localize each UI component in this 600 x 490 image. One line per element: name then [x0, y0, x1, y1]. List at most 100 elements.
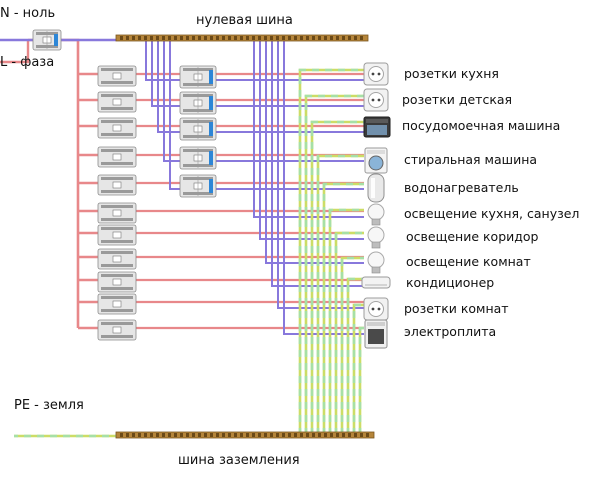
consumer-label-0: розетки кухня	[404, 66, 499, 81]
light-bulb-icon-7-glass	[367, 251, 385, 269]
neutral-bus-bar-screw	[360, 36, 363, 40]
neutral-bus-bar-screw	[300, 36, 303, 40]
neutral-bus-bar-screw	[234, 36, 237, 40]
rcd-breaker-0	[179, 65, 217, 89]
ground-bus-bar-screw	[330, 433, 333, 437]
phase-label: L - фаза	[0, 55, 55, 70]
circuit-breaker-4-terminal-top	[101, 177, 133, 180]
socket-icon-1-pin-right	[377, 98, 381, 102]
circuit-breaker-7-toggle	[112, 255, 122, 263]
circuit-breaker-4	[97, 174, 137, 196]
circuit-breaker-1-terminal-top	[101, 94, 133, 97]
neutral-bus-bar-screw	[168, 36, 171, 40]
ground-bus-bar-screw	[186, 433, 189, 437]
neutral-bus-bar-screw	[144, 36, 147, 40]
neutral-bus-bar-screw	[354, 36, 357, 40]
consumer-label-9: розетки комнат	[404, 301, 509, 316]
consumer-icons	[361, 62, 391, 349]
main-breaker-test-button	[54, 34, 58, 46]
washing-machine-icon-3-panel	[367, 150, 385, 154]
consumer-label-4: водонагреватель	[404, 180, 519, 195]
dishwasher-icon-2	[363, 116, 391, 138]
ground-bus-bar-screw	[210, 433, 213, 437]
ground-wire-0-stripe	[298, 68, 364, 432]
ground-bus-bar-screw	[288, 433, 291, 437]
circuit-breaker-3-terminal-bottom	[101, 162, 133, 165]
light-bulb-icon-6-glass	[367, 226, 385, 244]
ground-bus-bar-screw	[324, 433, 327, 437]
neutral-bus-bar-screw	[216, 36, 219, 40]
circuit-breaker-10	[97, 319, 137, 341]
bus-bars	[115, 34, 375, 439]
circuit-breaker-5-terminal-bottom	[101, 218, 133, 221]
circuit-breaker-9-terminal-bottom	[101, 309, 133, 312]
neutral-bus-bar-screw	[126, 36, 129, 40]
phase-vertical-rail	[60, 38, 80, 328]
ground-bus-bar-screw	[270, 433, 273, 437]
circuit-breaker-5-toggle	[112, 209, 122, 217]
neutral-bus-bar-screw	[222, 36, 225, 40]
circuit-breaker-8	[97, 271, 137, 293]
ground-bus-bar-outline	[115, 431, 375, 439]
ground-bus-bar-screw	[204, 433, 207, 437]
consumer-label-5: освещение кухня, санузел	[404, 206, 580, 221]
ground-bus-bar-screw	[342, 433, 345, 437]
ground-bus-bar-screw	[336, 433, 339, 437]
ground-bus-bar-screw	[192, 433, 195, 437]
consumer-label-3: стиральная машина	[404, 152, 538, 167]
ground-bus-bar-screw	[174, 433, 177, 437]
rcd-breaker-0-test-button	[209, 70, 213, 84]
circuit-breaker-2-toggle	[112, 124, 122, 132]
neutral-to-rcd-3	[163, 41, 180, 162]
ground-bus-bar-screw	[234, 433, 237, 437]
ground-wire-8-stripe	[346, 277, 364, 432]
washing-machine-icon-3-door	[368, 155, 384, 171]
neutral-bus-bar-screw	[174, 36, 177, 40]
ground-bus-bar-screw	[198, 433, 201, 437]
neutral-bus-bar-screw	[246, 36, 249, 40]
air-conditioner-icon-8	[361, 276, 391, 289]
neutral-bus-bar-screw	[282, 36, 285, 40]
neutral-bus-bar-screw	[318, 36, 321, 40]
neutral-bus-bar-screw	[156, 36, 159, 40]
circuit-breaker-3-terminal-top	[101, 149, 133, 152]
circuit-breaker-6	[97, 224, 137, 246]
ground-wire-7	[340, 256, 364, 432]
neutral-bus-bar-screw	[240, 36, 243, 40]
consumer-label-8: кондиционер	[406, 275, 495, 290]
neutral-bus-bar-screw	[306, 36, 309, 40]
ground-wire-9-stripe	[352, 303, 364, 432]
circuit-breaker-9-toggle	[112, 300, 122, 308]
electric-stove-icon-10-oven-door	[368, 329, 384, 344]
ground-wire-6-stripe	[334, 231, 364, 432]
circuit-breaker-0-terminal-bottom	[101, 81, 133, 84]
neutral-direct-5	[253, 41, 364, 218]
light-bulb-icon-7	[367, 251, 385, 274]
ground-bus-bar-screw	[276, 433, 279, 437]
socket-icon-0-pin-right	[377, 72, 381, 76]
ground-bus-bar-screw	[126, 433, 129, 437]
neutral-bus-bar-screw	[336, 36, 339, 40]
light-bulb-icon-7-base	[371, 266, 381, 274]
ground-bus-bar-screw	[120, 433, 123, 437]
circuit-breaker-0	[97, 65, 137, 87]
circuit-breaker-2	[97, 117, 137, 139]
neutral-bus-bar-screw	[198, 36, 201, 40]
circuit-breaker-7-terminal-bottom	[101, 264, 133, 267]
ground-bus-bar-screw	[168, 433, 171, 437]
water-heater-icon-4-highlight	[371, 178, 375, 198]
neutral-direct-7	[265, 41, 364, 264]
rcd-breaker-1	[179, 91, 217, 115]
ground-bus-bar-screw	[312, 433, 315, 437]
ground-bus-bar-screw	[318, 433, 321, 437]
circuit-breaker-8-terminal-bottom	[101, 287, 133, 290]
consumer-label-2: посудомоечная машина	[402, 118, 561, 133]
ground-bus-bar-screw	[138, 433, 141, 437]
circuit-breaker-1-terminal-bottom	[101, 107, 133, 110]
neutral-bus-bar-screw	[120, 36, 123, 40]
ground-bus-bar-screw	[348, 433, 351, 437]
electric-stove-icon-10	[364, 319, 388, 349]
neutral-bus-bar-screw	[264, 36, 267, 40]
neutral-bus-label: нулевая шина	[196, 13, 293, 28]
